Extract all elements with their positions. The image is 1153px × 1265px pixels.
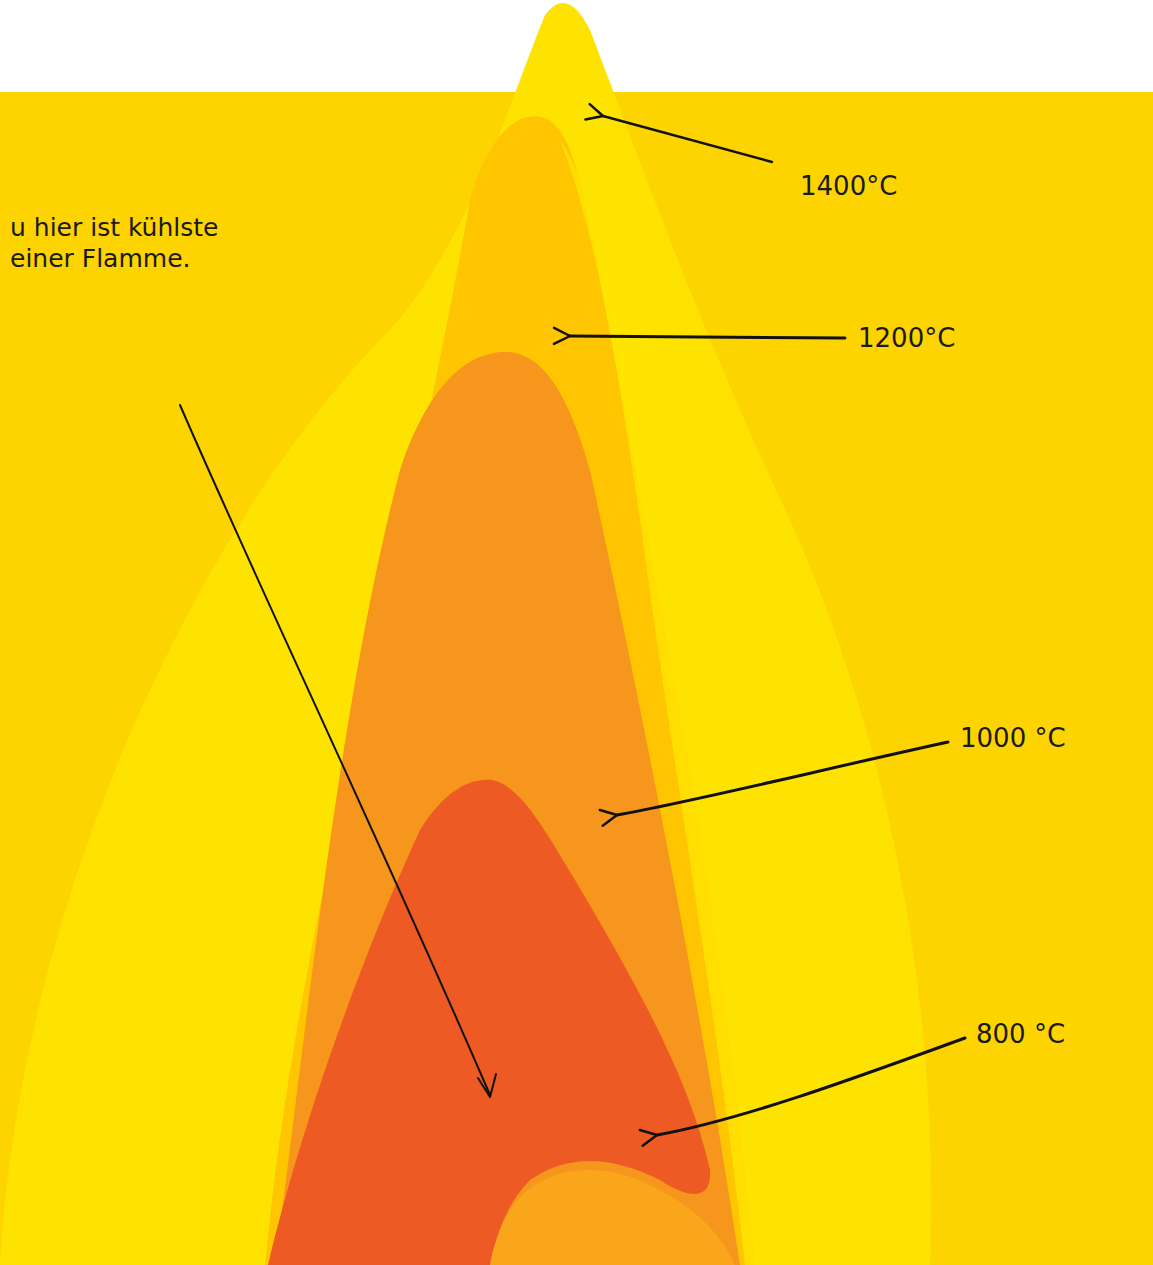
note-text: u hier ist kühlste einer Flamme. — [10, 212, 240, 275]
temperature-label: 1200°C — [858, 322, 955, 355]
flame-base — [490, 1170, 735, 1265]
leader-line — [603, 116, 772, 162]
temperature-label: 800 °C — [976, 1018, 1065, 1051]
leader-line — [570, 336, 845, 338]
outer-flame — [0, 3, 931, 1265]
temperature-label: 1400°C — [800, 170, 897, 203]
arrowhead — [478, 1074, 496, 1097]
leader-line — [617, 742, 948, 815]
flame-layer-1200 — [265, 116, 755, 1265]
leader-line — [180, 405, 490, 1095]
leader-line — [657, 1038, 965, 1135]
temperature-label: 1000 °C — [960, 722, 1066, 755]
